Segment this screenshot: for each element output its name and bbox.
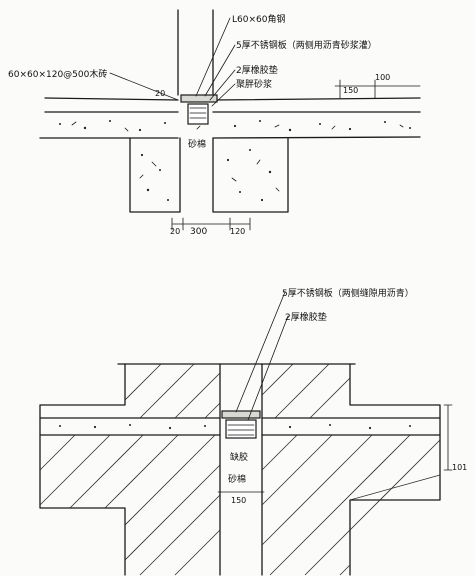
left-structure-outline [39,363,126,576]
filler-hatch [189,107,207,119]
label-bottom-rubber-pad: 2厚橡胶垫 [285,311,327,323]
label-joint-fill: 砂棉 [188,138,206,150]
leader-grout [211,83,236,107]
label-rubber-pad: 2厚橡胶垫 [236,64,278,76]
topping-stipple [59,424,411,430]
dim-right-mid: 150 [343,86,358,95]
hatch-left [39,363,221,576]
slab-bottom-right [212,136,421,139]
dim-left: 20 [170,227,180,236]
bottom-pad-hatch [227,424,255,436]
leader-bottom-plate [235,291,286,413]
bottom-steel-plate [221,410,261,419]
leader-rubber-pad [209,69,236,101]
bottom-detail: 5厚不锈钢板（两侧缝隙用沥青） 2厚橡胶垫 缺胶 砂棉 150 101 [39,287,467,576]
bottom-rubber-pad [225,419,257,439]
dim-width: 150 [231,496,246,505]
label-angle-steel: L60×60角钢 [232,13,285,25]
leader-sleeper [109,72,179,101]
label-bottom-steel-plate: 5厚不锈钢板（两侧缝隙用沥青） [282,287,414,299]
column-left [129,137,181,213]
dim-top-right: 100 [375,73,390,82]
column-stipple [139,149,280,202]
column-right [212,137,289,213]
dim-middle: 300 [190,227,207,237]
dim-right-side-line [443,404,453,471]
top-detail: L60×60角钢 5厚不锈钢板（两侧用沥青砂浆灌） 2厚橡胶垫 聚胖砂浆 60×… [8,9,421,237]
leader-angle-steel [195,17,231,97]
label-grout: 聚胖砂浆 [236,78,272,90]
dim-right-value: 120 [230,227,245,236]
dim-right-side: 101 [452,463,467,472]
floor-top-left [44,97,179,101]
steel-plate [180,94,218,103]
dim-slab-left: 20 [155,89,165,98]
label-sleeper: 60×60×120@500木砖 [8,68,107,80]
leader-steel-plate [204,44,236,97]
right-structure-outline [349,363,441,576]
label-fill-top: 缺胶 [230,451,248,463]
hatch-right [261,363,441,576]
slab-stipple [59,120,411,132]
leader-bottom-pad [247,315,289,421]
dim-bottom [171,217,251,231]
joint-filler [187,103,209,125]
floor-top-right [212,97,421,101]
label-steel-plate: 5厚不锈钢板（两侧用沥青砂浆灌） [236,39,377,51]
label-bottom-joint-fill: 砂棉 [228,473,246,485]
dim-right [334,79,421,99]
dim-bottom-width [217,485,265,499]
